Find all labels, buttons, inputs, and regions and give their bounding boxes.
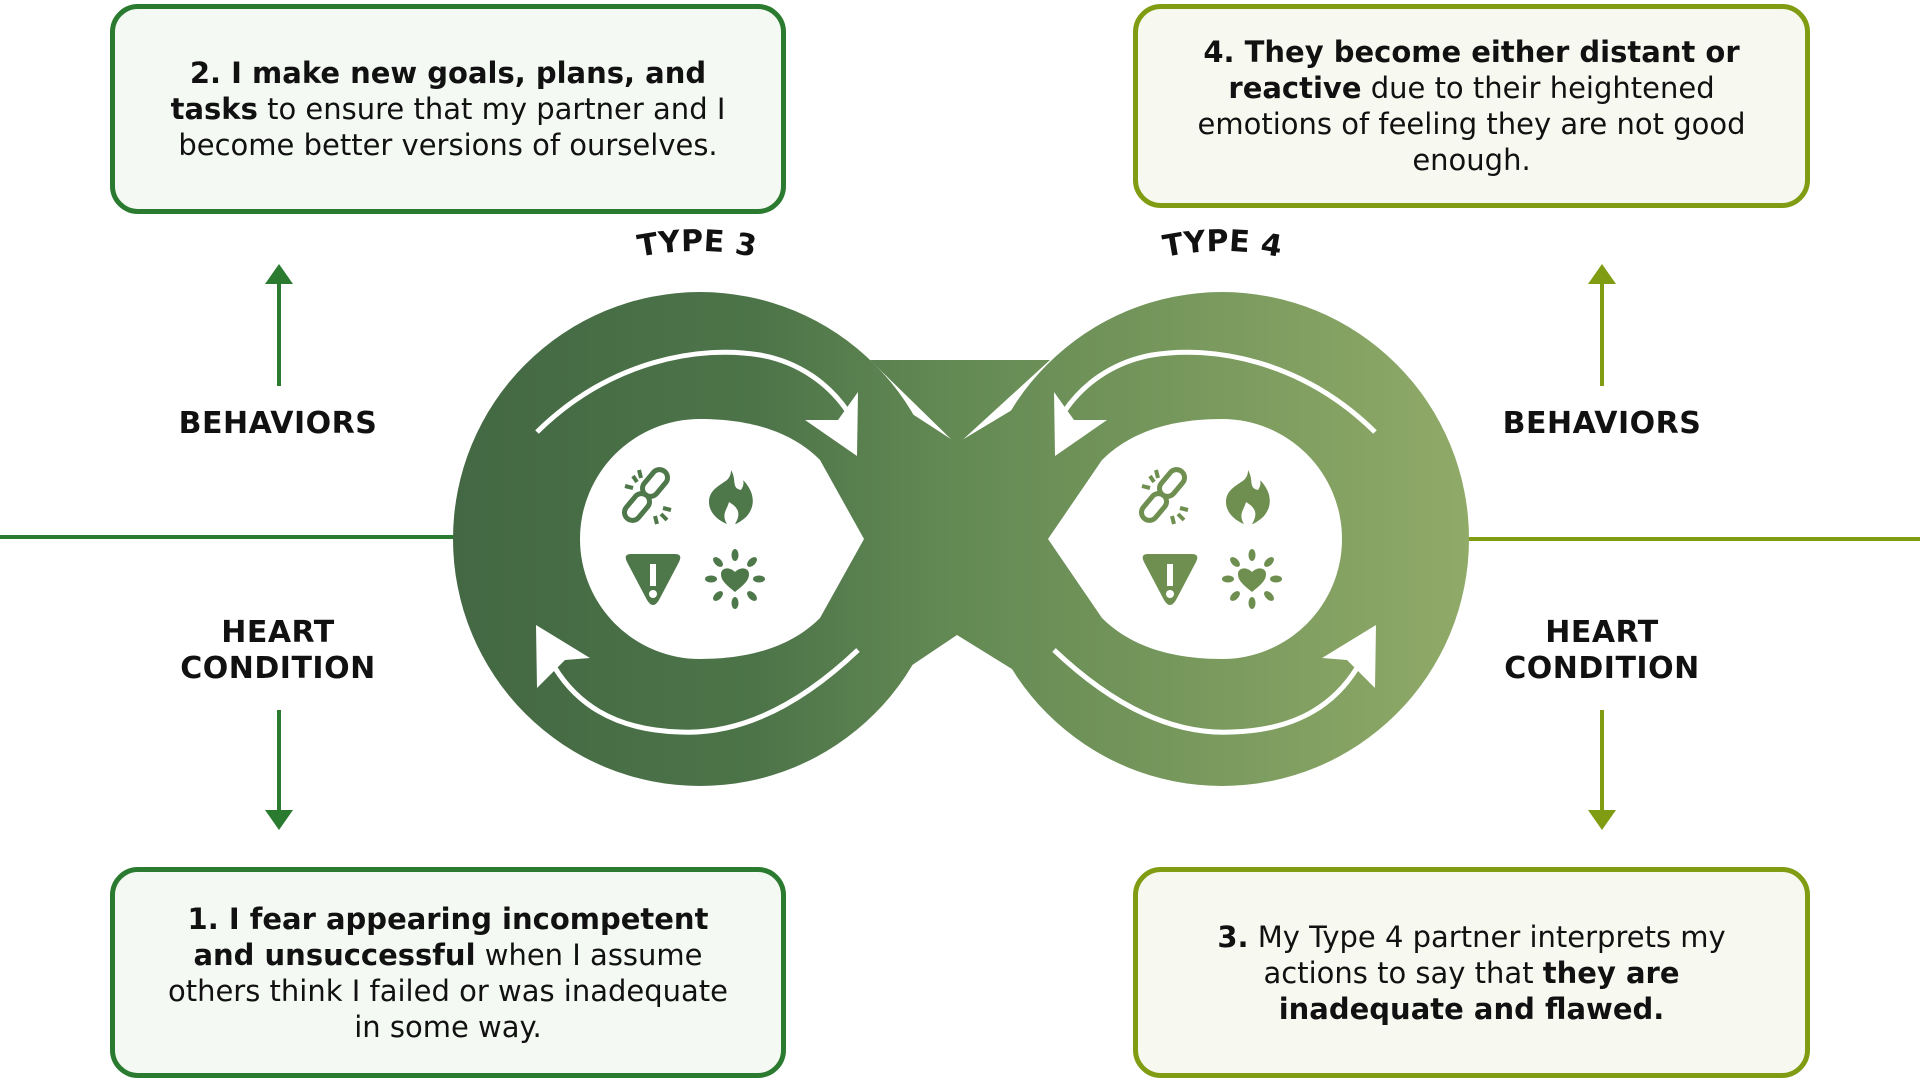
flame-icon	[1226, 470, 1270, 524]
left-heart-line2: CONDITION	[180, 651, 376, 686]
step-3-box: 3. My Type 4 partner interprets my actio…	[1133, 867, 1810, 1078]
flame-icon	[709, 470, 753, 524]
right-heart-condition-label: HEART CONDITION	[1472, 615, 1732, 687]
step-1-rest: when I assume others think I failed or w…	[167, 937, 729, 1044]
warning-icon	[1142, 554, 1198, 605]
type4-arrowhead-top	[1054, 392, 1107, 456]
type3-icon-cluster	[622, 467, 765, 609]
step-1-bold: 1. I fear appearing incompetent and unsu…	[187, 901, 709, 972]
left-heart-line1: HEART	[221, 615, 335, 650]
broken-link-icon	[1139, 467, 1189, 525]
type4-icon-cluster	[1139, 467, 1282, 609]
type3-label: TYPE 3	[635, 224, 759, 265]
right-behaviors-arrow	[1588, 264, 1616, 386]
step-3-middle: My Type 4 partner interprets my actions …	[1248, 919, 1726, 990]
type3-arrowhead-top	[805, 392, 858, 456]
right-heart-line1: HEART	[1545, 615, 1659, 650]
left-heart-condition-label: HEART CONDITION	[150, 615, 406, 687]
warning-icon	[625, 554, 681, 605]
step-1-text: 1. I fear appearing incompetent and unsu…	[155, 901, 741, 1045]
right-heart-arrow	[1588, 710, 1616, 830]
heart-burst-icon	[705, 549, 765, 609]
type4-cycle-arrows	[1052, 349, 1377, 735]
left-behaviors-label: BEHAVIORS	[178, 406, 378, 441]
broken-link-icon	[622, 467, 672, 525]
heart-burst-icon	[1222, 549, 1282, 609]
step-2-bold: 2. I make new goals, plans, and tasks	[170, 56, 707, 126]
step-4-text: 4. They become either distant or reactiv…	[1178, 34, 1765, 178]
step-4-box: 4. They become either distant or reactiv…	[1133, 4, 1810, 208]
step-2-box: 2. I make new goals, plans, and tasks to…	[110, 4, 786, 214]
step-3-bold-tail: they are inadequate and flawed.	[1278, 955, 1680, 1026]
left-behaviors-arrow	[265, 264, 293, 386]
type4-label: TYPE 4	[1160, 224, 1284, 265]
type3-arrowhead-bottom	[536, 625, 590, 688]
step-3-bold-lead: 3.	[1217, 919, 1249, 954]
right-heart-line2: CONDITION	[1504, 651, 1700, 686]
step-2-text: 2. I make new goals, plans, and tasks to…	[155, 55, 741, 163]
type3-cycle-arrows	[535, 349, 860, 735]
step-3-text: 3. My Type 4 partner interprets my actio…	[1178, 919, 1765, 1027]
right-behaviors-label: BEHAVIORS	[1502, 406, 1702, 441]
step-4-bold: 4. They become either distant or reactiv…	[1203, 35, 1740, 105]
type4-arrowhead-bottom	[1322, 625, 1376, 688]
step-4-rest: due to their heightened emotions of feel…	[1197, 71, 1746, 177]
step-2-rest: to ensure that my partner and I become b…	[178, 92, 726, 162]
step-1-box: 1. I fear appearing incompetent and unsu…	[110, 867, 786, 1078]
left-heart-arrow	[265, 710, 293, 830]
